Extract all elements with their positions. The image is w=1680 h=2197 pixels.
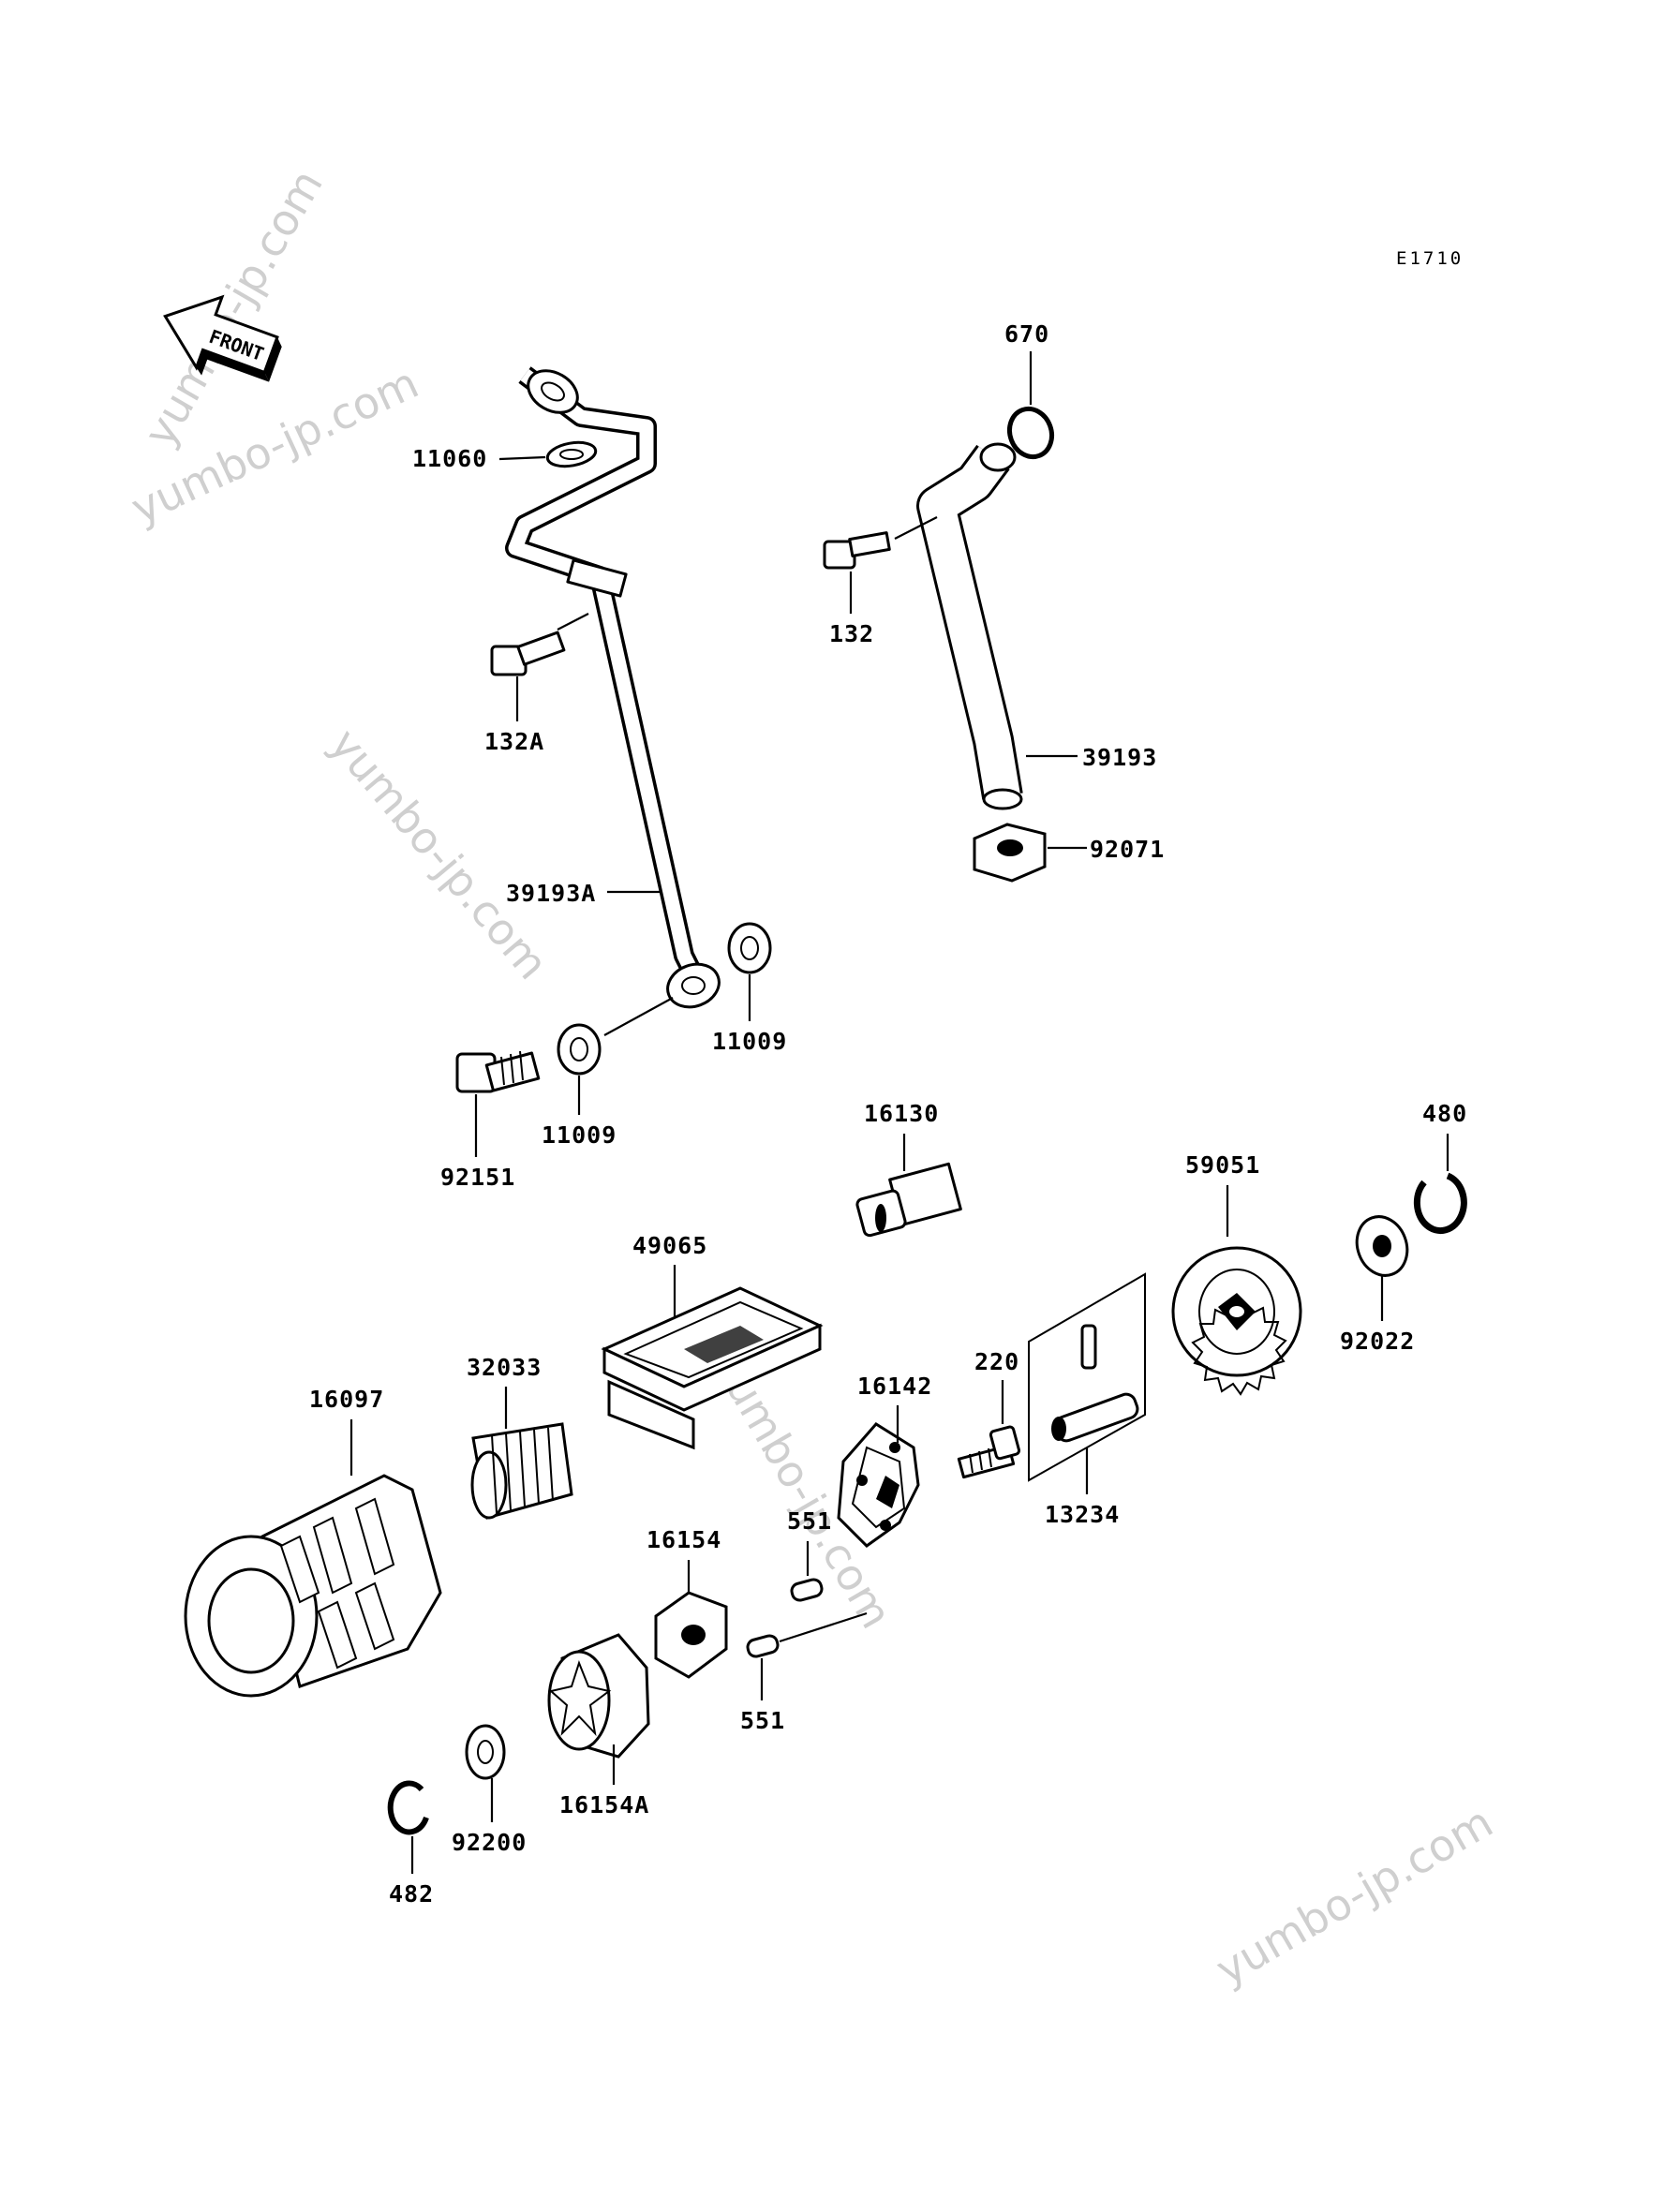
oil-pressure-switch-16130 [855,1162,962,1238]
part-label-92022: 92022 [1340,1328,1415,1355]
bolt-132a [490,631,566,676]
part-label-16154a: 16154A [559,1791,649,1818]
part-label-11009-upper: 11009 [712,1028,787,1055]
circlip-482 [387,1780,429,1835]
pin-551-lower [746,1634,780,1658]
oil-strainer-49065 [601,1286,824,1450]
part-label-11009-lower: 11009 [542,1121,617,1149]
oil-pipe-39193 [916,442,1023,810]
inner-rotor-16154 [654,1591,728,1679]
washer-11009-upper [727,922,772,974]
washer-11060 [545,440,598,468]
part-label-16130: 16130 [864,1100,939,1127]
part-label-551-lower: 551 [740,1707,785,1734]
bolt-132 [823,531,891,570]
pin-551-upper [790,1578,824,1602]
circlip-480 [1413,1172,1467,1235]
oil-pump-body-16142 [837,1422,920,1548]
part-label-32033: 32033 [467,1354,542,1381]
washer-92022 [1355,1215,1409,1277]
part-label-59051: 59051 [1185,1151,1260,1179]
front-arrow-icon: FRONT [163,294,282,382]
part-label-39193a: 39193A [506,880,596,907]
part-label-551-upper: 551 [787,1507,832,1535]
pump-shaft-13234 [1028,1272,1146,1482]
watermark: yumbo-jp.com [1208,1796,1502,1995]
part-label-13234: 13234 [1045,1501,1120,1528]
oil-pipe-39193a [505,366,721,1009]
diagram-code: E1710 [1396,248,1464,269]
washer-11009-lower [557,1023,602,1076]
part-label-482: 482 [389,1880,434,1908]
outer-rotor-16154a [547,1633,650,1759]
spring-32033 [470,1422,573,1520]
part-label-480: 480 [1422,1100,1467,1127]
part-label-49065: 49065 [632,1232,707,1259]
part-label-16097: 16097 [309,1386,384,1413]
part-label-92200: 92200 [452,1829,527,1856]
gear-59051 [1171,1246,1302,1396]
part-label-39193: 39193 [1082,744,1157,771]
part-label-16142: 16142 [857,1373,932,1400]
part-label-132: 132 [829,620,874,647]
part-label-16154: 16154 [647,1526,721,1553]
watermarks: yumbo-jp.com yumbo-jp.com yumbo-jp.com y… [124,161,1501,1996]
part-label-11060: 11060 [412,445,487,472]
part-label-670: 670 [1004,320,1049,348]
part-label-132a: 132A [484,728,544,755]
screw-220 [957,1425,1021,1479]
watermark: yumbo-jp.com [320,719,558,988]
banjo-bolt-92151 [455,1050,541,1093]
part-label-92151: 92151 [440,1164,515,1191]
o-ring-670 [1006,406,1055,460]
part-label-92071: 92071 [1090,836,1165,863]
part-label-220: 220 [974,1348,1019,1375]
washer-92200 [465,1724,506,1780]
grommet-92071 [973,823,1047,883]
oil-filter-16097 [184,1474,442,1698]
